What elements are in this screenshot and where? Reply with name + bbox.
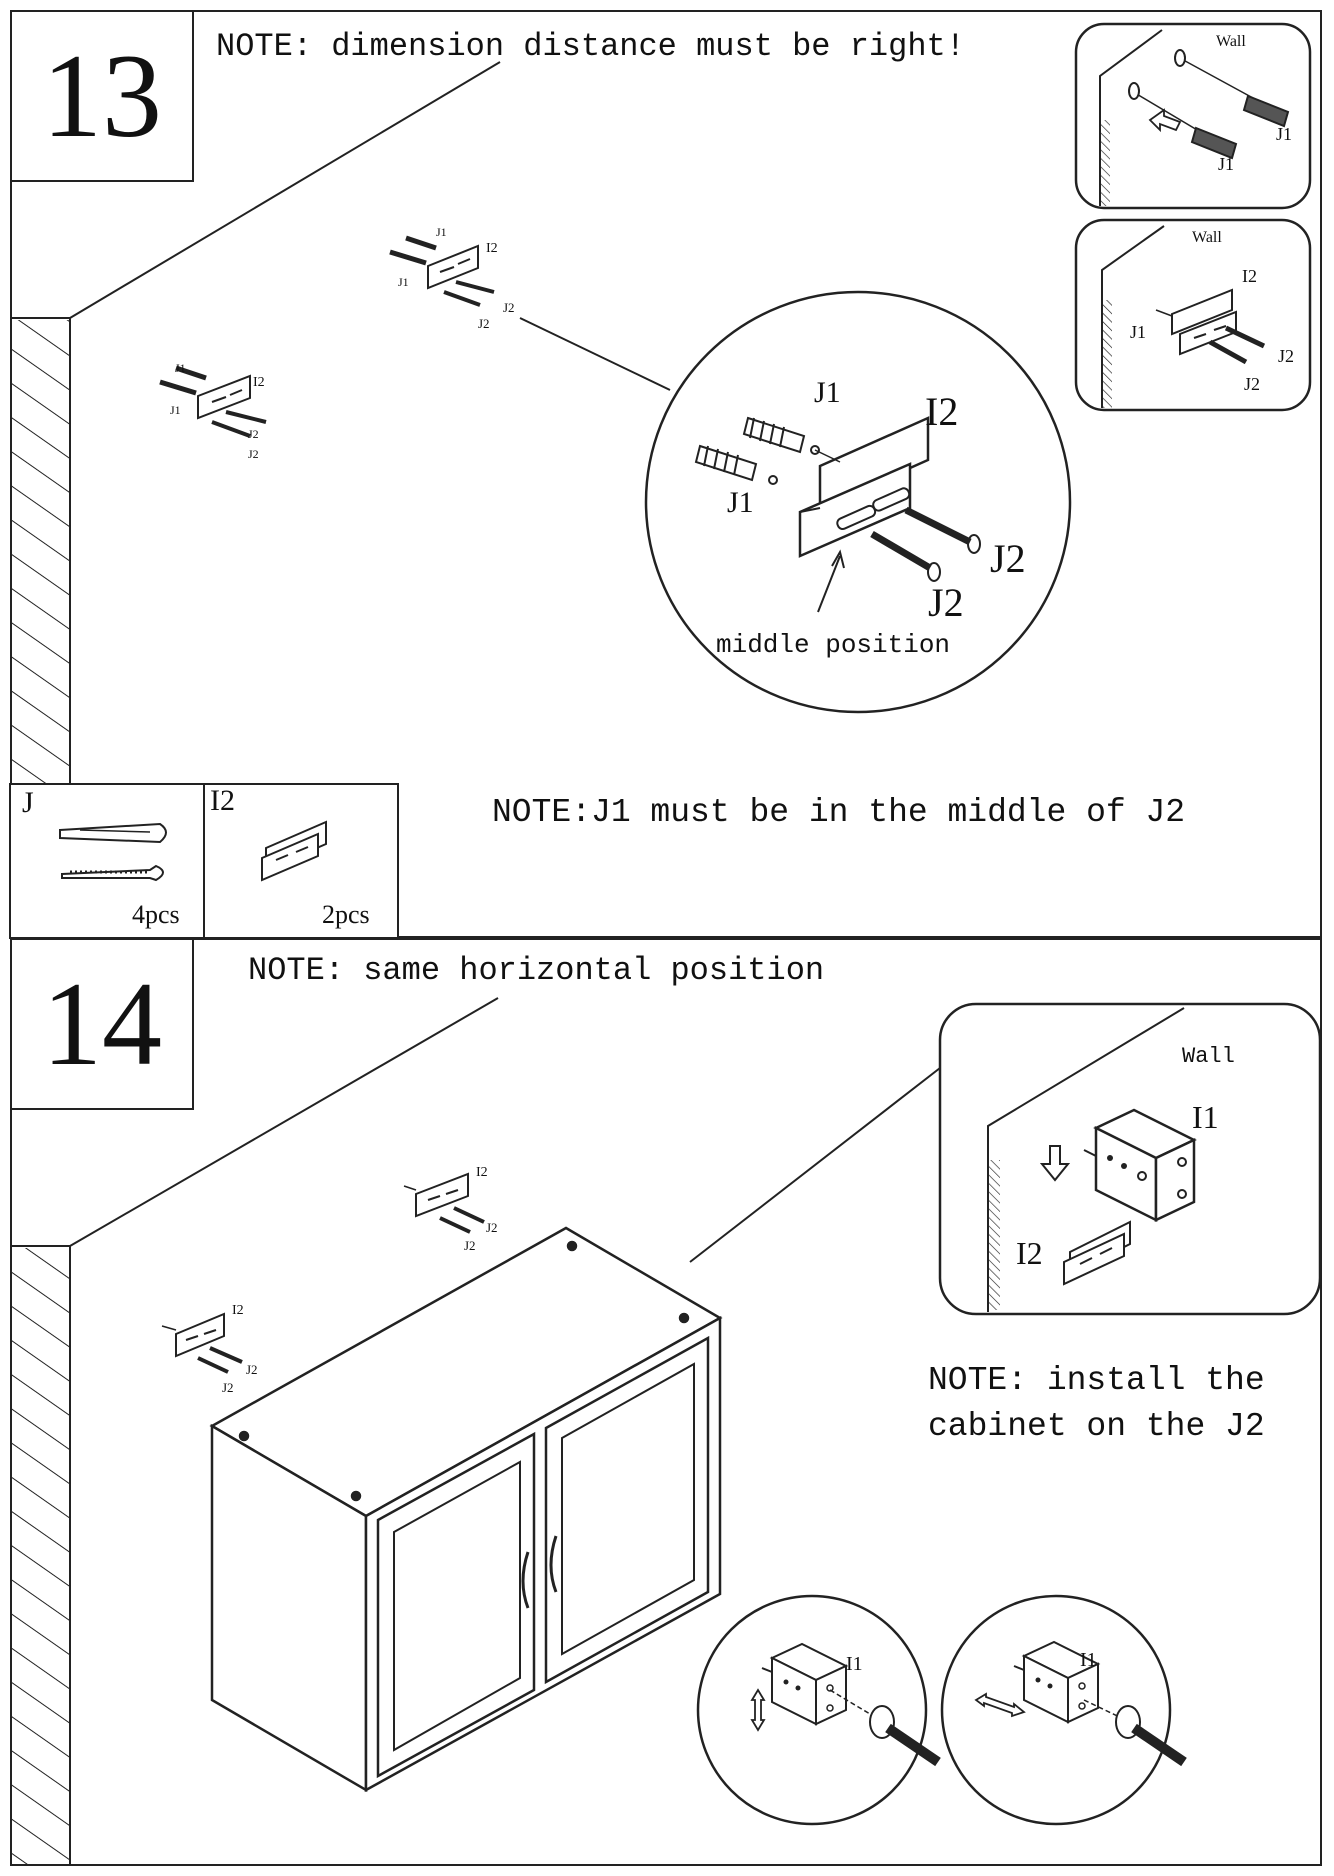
step-14-number: 14	[10, 938, 194, 1110]
svg-text:J1: J1	[436, 225, 447, 239]
svg-text:I1: I1	[1192, 1099, 1219, 1135]
part-i2-qty: 2pcs	[322, 900, 370, 929]
svg-text:J1: J1	[1218, 154, 1234, 174]
inset-anchor-insertion	[1074, 22, 1312, 210]
svg-text:I2: I2	[1016, 1235, 1043, 1271]
adjust-circle-vertical	[696, 1594, 941, 1826]
svg-text:J2: J2	[990, 536, 1026, 581]
step-13-panel	[10, 10, 1322, 938]
svg-text:J2: J2	[464, 1238, 476, 1253]
bracket-group-left	[159, 365, 267, 438]
svg-text:J2: J2	[478, 316, 490, 331]
svg-text:I2: I2	[1242, 266, 1257, 286]
part-j-name: J	[22, 786, 34, 819]
step-14-panel	[10, 938, 1322, 1866]
inset-bracket-mounted	[1074, 218, 1312, 412]
wall-ceiling-line	[69, 61, 501, 319]
step-13-note-top: NOTE: dimension distance must be right!	[216, 28, 965, 65]
inset-wall-label-2: Wall	[1192, 229, 1222, 246]
step-14-note-top: NOTE: same horizontal position	[248, 952, 825, 989]
bracket-group-14-left	[161, 1312, 243, 1374]
svg-text:J1: J1	[814, 376, 841, 409]
svg-text:J2: J2	[248, 427, 259, 441]
svg-text:J1: J1	[727, 486, 754, 519]
svg-text:J2: J2	[1278, 346, 1294, 366]
svg-text:J2: J2	[246, 1362, 258, 1377]
svg-text:J1: J1	[170, 403, 181, 417]
svg-text:J2: J2	[486, 1220, 498, 1235]
bracket-group-14-center	[403, 1172, 485, 1234]
svg-text:J1: J1	[1130, 322, 1146, 342]
svg-text:J1: J1	[1276, 124, 1292, 144]
step-13-number: 13	[10, 10, 194, 182]
svg-text:I1: I1	[846, 1653, 863, 1675]
step-13-note-bottom: NOTE:J1 must be in the middle of J2	[492, 794, 1186, 831]
step-14-note-right-line1: NOTE: install the	[928, 1362, 1265, 1399]
svg-text:J2: J2	[222, 1380, 234, 1395]
wall-floor-line	[689, 1067, 941, 1263]
svg-text:I2: I2	[476, 1165, 488, 1180]
inset-cabinet-hanger	[938, 1002, 1322, 1316]
svg-text:I2: I2	[253, 375, 265, 390]
middle-position-label: middle position	[716, 630, 950, 660]
bracket-group-center	[389, 235, 495, 307]
inset-wall-label-14: Wall	[1182, 1044, 1235, 1069]
svg-text:I2: I2	[925, 389, 958, 434]
part-j-qty: 4pcs	[132, 900, 180, 929]
inset-wall-label-1: Wall	[1216, 33, 1246, 50]
svg-text:J1: J1	[398, 275, 409, 289]
side-wall-hatch-14	[12, 1248, 69, 1866]
svg-text:J2: J2	[248, 447, 259, 461]
detail-circle-13	[644, 290, 1072, 714]
svg-text:J2: J2	[1244, 374, 1260, 394]
svg-text:I2: I2	[486, 241, 498, 256]
svg-text:I2: I2	[232, 1303, 244, 1318]
part-i2-name: I2	[210, 784, 235, 817]
adjust-circle-horizontal	[940, 1594, 1187, 1826]
wall-cabinet	[209, 1226, 723, 1793]
step-14-note-right-line2: cabinet on the J2	[928, 1408, 1265, 1445]
svg-text:J1: J1	[175, 361, 186, 375]
svg-text:I1: I1	[1080, 1649, 1097, 1671]
svg-text:J2: J2	[928, 580, 964, 625]
svg-text:J2: J2	[503, 300, 515, 315]
